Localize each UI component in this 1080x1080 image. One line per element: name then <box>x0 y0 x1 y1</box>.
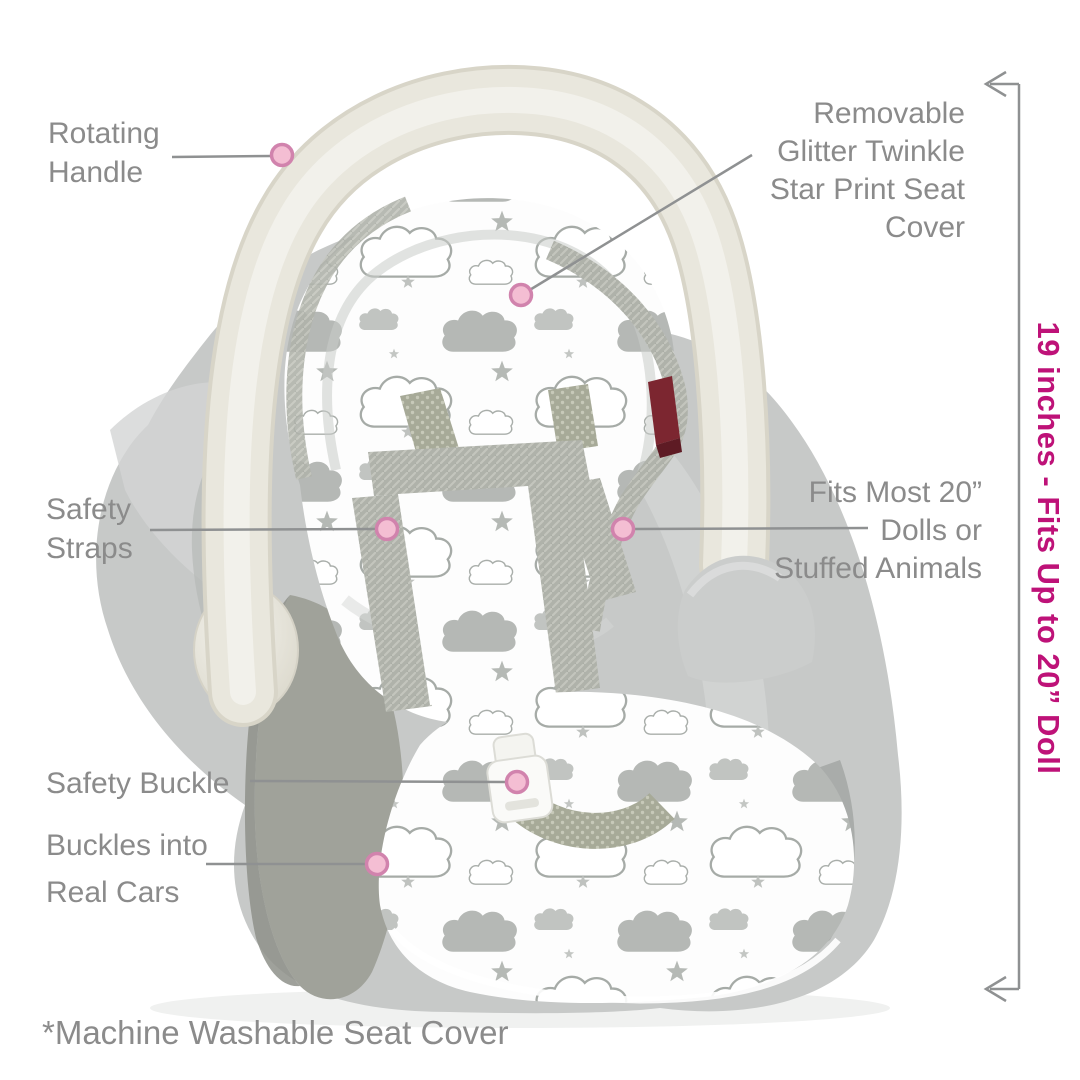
label-line: Fits Most 20” <box>808 476 982 509</box>
callout-dot-safety-straps <box>374 516 400 542</box>
brand-tag <box>648 376 682 458</box>
callout-line-rotating-handle <box>171 154 273 159</box>
callout-line-safety-straps <box>149 527 377 532</box>
label-line: Safety <box>46 493 132 526</box>
label-line: Buckles into <box>46 829 208 862</box>
callout-line-removable-cover <box>527 153 753 293</box>
label-side-measure: 19 inches - Fits Up to 20” Doll <box>1031 321 1066 775</box>
callout-dot-removable-cover <box>508 282 534 308</box>
label-line: Rotating <box>48 117 160 150</box>
label-line: Cover <box>884 211 965 244</box>
callout-dot-fits-most <box>610 516 636 542</box>
rotating-handle <box>201 64 771 727</box>
label-line: Stuffed Animals <box>774 552 982 585</box>
label-line: Real Cars <box>46 876 180 909</box>
callout-dot-rotating-handle <box>269 142 295 168</box>
label-buckles-into-cars: Buckles into Real Cars <box>46 822 208 916</box>
label-footnote: *Machine Washable Seat Cover <box>42 1014 509 1051</box>
measure-arrow-top <box>983 70 1007 98</box>
measure-indicator <box>983 70 1021 1003</box>
callout-line-safety-buckle <box>249 779 506 784</box>
callout-dot-safety-buckle <box>504 769 530 795</box>
label-safety-buckle: Safety Buckle <box>46 764 229 803</box>
measure-arrow-bottom <box>983 975 1007 1003</box>
callout-line-fits-most <box>633 526 869 531</box>
label-fits-most: Fits Most 20” Dolls or Stuffed Animals <box>774 474 982 588</box>
callout-lines <box>149 153 869 866</box>
label-line: Straps <box>46 532 133 565</box>
callout-dots <box>269 142 636 877</box>
label-line: Handle <box>48 156 144 189</box>
label-line: Glitter Twinkle <box>777 135 965 168</box>
label-line: Removable <box>813 97 965 130</box>
label-safety-straps: Safety Straps <box>46 490 133 568</box>
label-removable-cover: Removable Glitter Twinkle Star Print Sea… <box>770 95 965 247</box>
wing-fold <box>677 555 815 683</box>
label-line: Dolls or <box>880 514 982 547</box>
label-line: Safety Buckle <box>46 767 230 800</box>
callout-dot-buckles-cars <box>364 851 390 877</box>
label-line: Star Print Seat <box>769 173 965 206</box>
label-rotating-handle: Rotating Handle <box>48 114 160 192</box>
